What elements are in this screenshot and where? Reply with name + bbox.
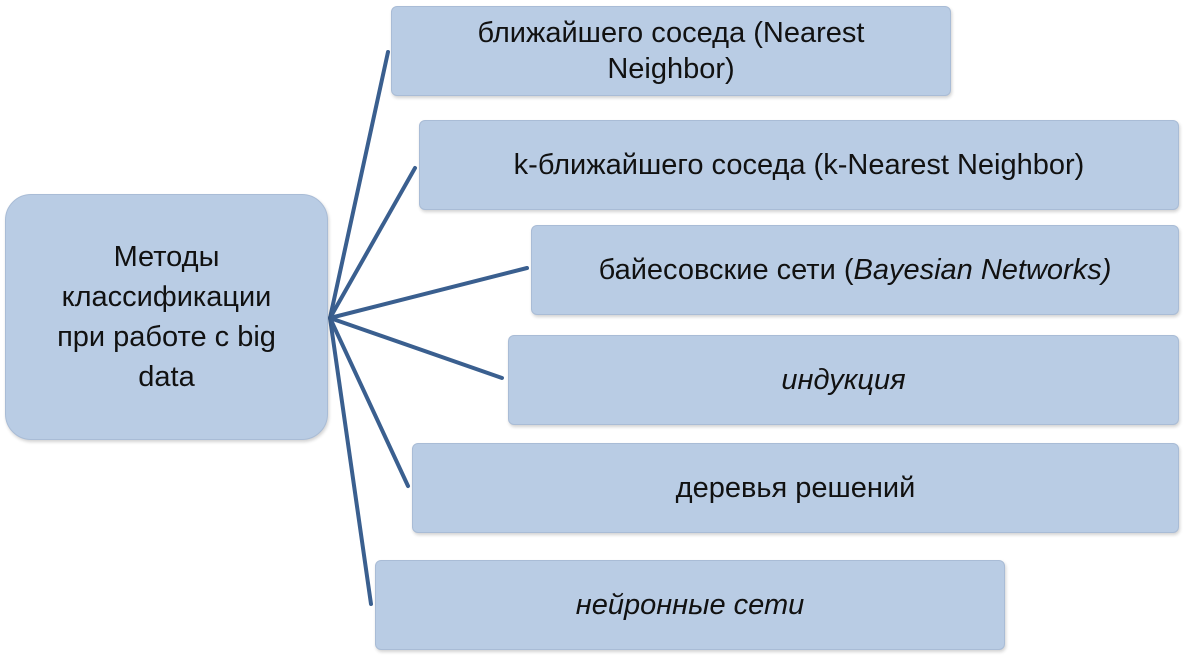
branch-node-label: k-ближайшего соседа (k-Nearest Neighbor): [513, 149, 1085, 181]
connector-to-decision-trees: [328, 316, 410, 488]
root-node-classification-methods: Методы классификации при работе с big da…: [5, 194, 328, 440]
branch-node-label: деревья решений: [675, 472, 916, 504]
connector-to-induction: [328, 316, 504, 380]
branch-node-label: байесовские сети (Bayesian Networks): [599, 252, 1112, 288]
branch-node-induction: индукция: [508, 335, 1179, 425]
connector-to-bayesian-networks: [328, 266, 529, 320]
connector-to-k-nearest-neighbor: [328, 166, 417, 320]
branch-node-bayesian-networks: байесовские сети (Bayesian Networks): [531, 225, 1179, 315]
branch-node-k-nearest-neighbor: k-ближайшего соседа (k-Nearest Neighbor): [419, 120, 1179, 210]
branch-node-label-italic: Bayesian Networks): [853, 254, 1112, 286]
connector-to-neural-networks: [328, 316, 373, 606]
root-node-label: Методы классификации при работе с big da…: [57, 241, 276, 393]
branch-node-decision-trees: деревья решений: [412, 443, 1179, 533]
branch-node-label-plain: байесовские сети (: [598, 254, 854, 286]
branch-node-nearest-neighbor: ближайшего соседа (Nearest Neighbor): [391, 6, 951, 96]
connector-to-nearest-neighbor: [328, 50, 390, 320]
branch-node-label: индукция: [781, 364, 906, 396]
branch-node-label: ближайшего соседа (Nearest Neighbor): [477, 17, 865, 85]
branch-node-neural-networks: нейронные сети: [375, 560, 1005, 650]
branch-node-label: нейронные сети: [575, 589, 805, 621]
